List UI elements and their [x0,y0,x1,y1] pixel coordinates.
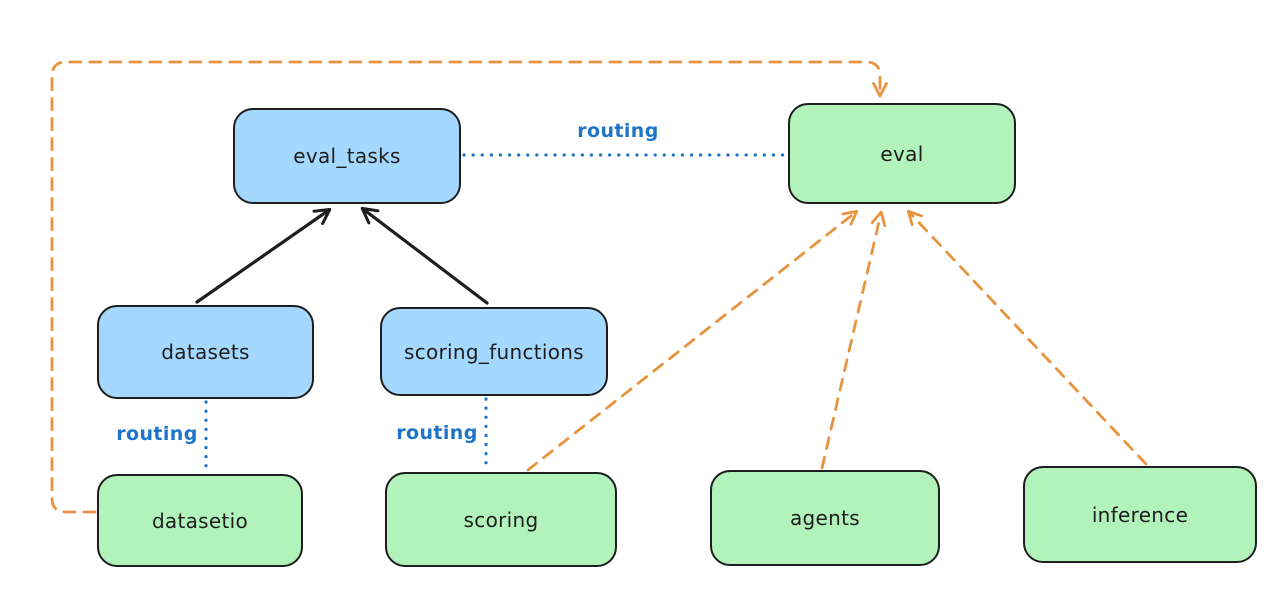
edge-scoring-to-eval [526,210,859,472]
edge-datasets-to-eval-tasks [195,207,332,304]
edge-inference-to-eval [906,209,1148,466]
edge-label-routing-eval-tasks-eval: routing [577,120,659,142]
node-scoring-label: scoring [463,507,539,532]
node-scoring: scoring [385,472,617,567]
node-datasets: datasets [97,305,314,399]
node-agents: agents [710,470,940,566]
edge-agents-to-eval [820,210,887,470]
edge-datasetio-to-eval [50,60,888,514]
node-datasetio-label: datasetio [151,508,249,533]
node-eval-label: eval [880,141,924,166]
node-inference-label: inference [1091,502,1189,527]
edge-label-routing-scoring-functions-scoring: routing [396,422,478,444]
node-agents-label: agents [790,506,860,530]
node-scoring-functions: scoring_functions [380,307,608,396]
node-eval-tasks: eval_tasks [233,108,461,204]
node-inference: inference [1023,466,1257,563]
edge-label-routing-datasets-datasetio: routing [116,423,198,445]
edge-scoring-functions-to-eval-tasks [360,206,489,305]
node-scoring-functions-label: scoring_functions [403,339,585,364]
node-datasetio: datasetio [97,474,303,567]
node-datasets-label: datasets [161,340,250,364]
node-eval-tasks-label: eval_tasks [293,144,401,168]
node-eval: eval [788,103,1016,204]
